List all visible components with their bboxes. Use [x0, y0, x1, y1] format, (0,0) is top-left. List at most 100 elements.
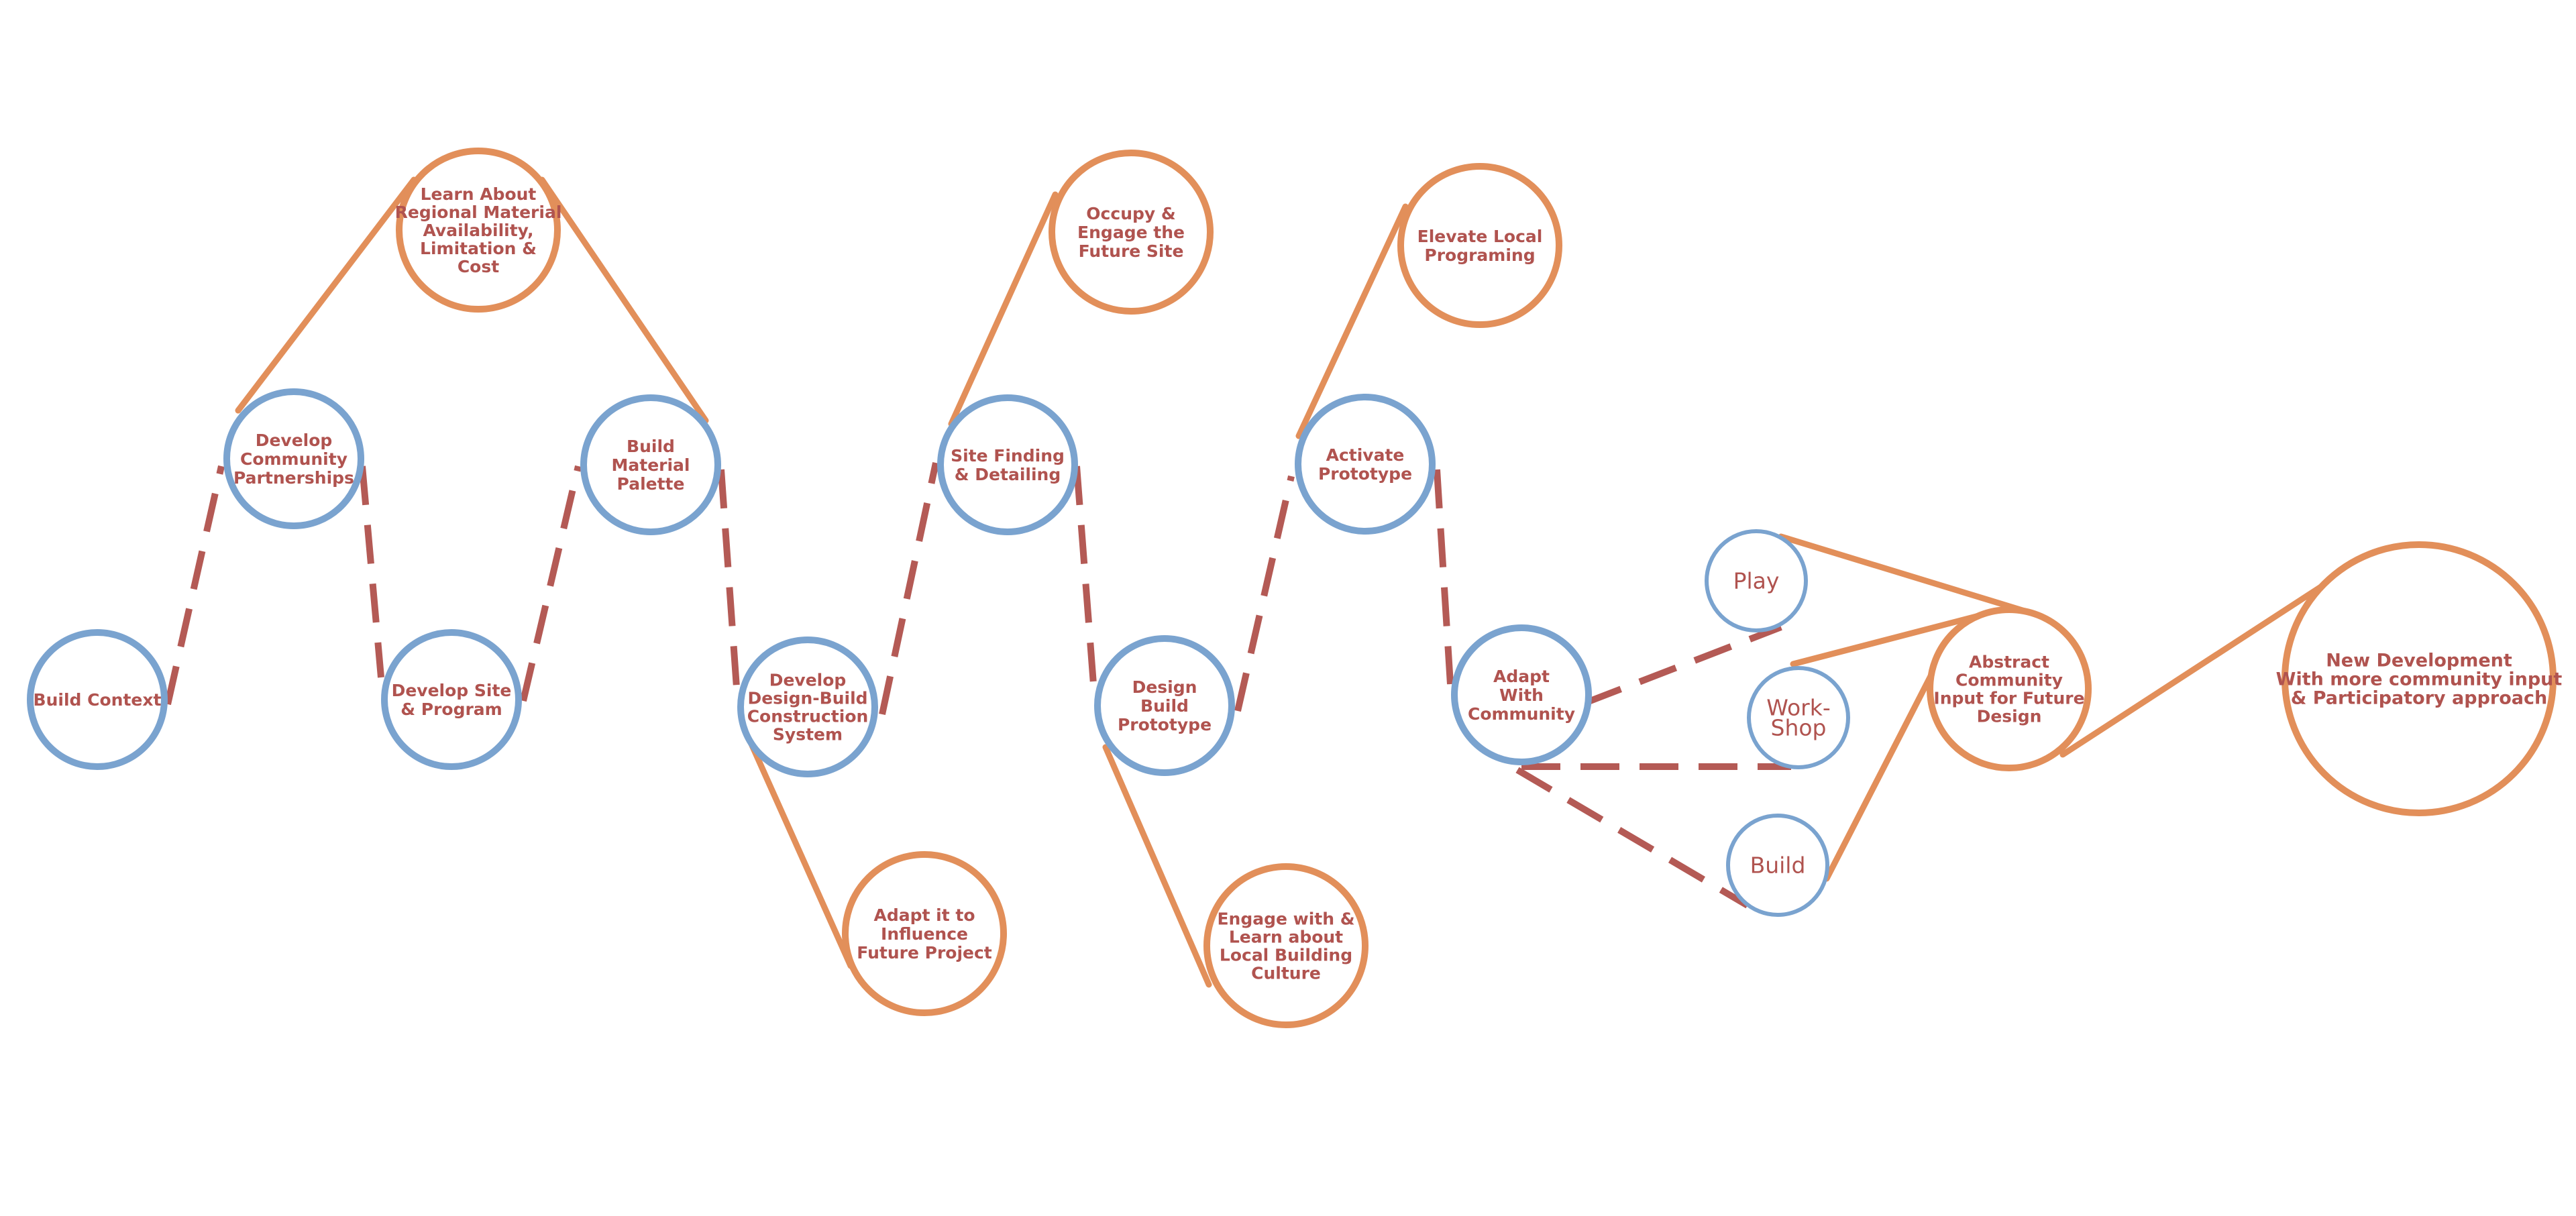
node-circle	[842, 851, 1007, 1016]
nodes-layer: Build ContextDevelopCommunityPartnership…	[27, 148, 2562, 1028]
solid-connector	[1102, 744, 1212, 988]
solid-connector	[2059, 577, 2334, 758]
dashed-connector	[164, 465, 225, 706]
node-circle	[1094, 635, 1235, 776]
solid-connector	[745, 733, 854, 969]
node-label: Design	[1977, 706, 2042, 726]
node-label: Learn About	[421, 184, 537, 204]
solid-connector	[235, 176, 417, 414]
node-label: & Participatory approach	[2291, 687, 2547, 708]
node-label: Play	[1733, 568, 1780, 594]
node-label: Community	[1955, 670, 2063, 689]
node-site-finding-detailing: Site Finding& Detailing	[937, 394, 1078, 535]
node-label: Local Building	[1220, 945, 1352, 964]
node-label: Availability,	[423, 221, 533, 240]
node-label: Regional Material	[395, 203, 562, 222]
node-label: Prototype	[1318, 464, 1412, 484]
node-build-context: Build Context	[27, 629, 168, 770]
node-build: Build	[1726, 814, 1829, 917]
node-circle	[1927, 606, 2092, 771]
node-label: Partnerships	[233, 468, 354, 488]
node-label: Community	[240, 449, 347, 469]
node-label: Develop	[256, 431, 333, 450]
node-label: & Program	[400, 700, 502, 719]
node-label: Programing	[1424, 245, 1535, 265]
node-label: Input for Future	[1933, 688, 2084, 708]
node-label: Occupy &	[1086, 204, 1175, 223]
node-circle	[1203, 863, 1368, 1028]
node-label: Future Site	[1079, 241, 1184, 261]
node-circle	[1747, 666, 1850, 769]
node-circle	[1049, 150, 1214, 315]
branch-solid-path	[235, 176, 2334, 988]
node-label: Palette	[617, 474, 685, 494]
node-label: Cost	[458, 257, 499, 276]
node-work-shop: Work-Shop	[1747, 666, 1850, 769]
solid-connector	[539, 176, 709, 424]
node-label: Shop	[1771, 715, 1827, 741]
node-label: Abstract	[1969, 652, 2049, 671]
node-circle	[937, 394, 1078, 535]
node-circle	[27, 629, 168, 770]
node-label: Design	[1132, 677, 1197, 697]
node-label: Future Project	[857, 943, 992, 962]
main-dashed-path	[164, 461, 1791, 909]
dashed-connector	[879, 461, 939, 716]
dashed-connector	[1073, 465, 1097, 685]
node-label: Build Context	[34, 690, 162, 710]
node-label: New Development	[2326, 650, 2512, 671]
node-circle	[1397, 163, 1562, 328]
node-label: Develop	[769, 670, 847, 689]
dashed-connector	[359, 465, 384, 678]
node-label: Build	[1750, 852, 1806, 879]
node-circle	[1451, 624, 1592, 765]
node-label: Adapt it to	[873, 905, 975, 925]
dashed-connector	[520, 465, 582, 702]
dashed-connector	[718, 469, 740, 688]
node-label: Engage with &	[1217, 909, 1354, 928]
node-label: System	[773, 724, 843, 744]
solid-connector	[1778, 533, 2026, 614]
node-label: Community	[1468, 704, 1575, 724]
node-circle	[223, 388, 364, 529]
node-label: Elevate Local	[1417, 227, 1543, 246]
dashed-connector	[1434, 469, 1454, 685]
node-develop-site-program: Develop Site& Program	[381, 629, 522, 770]
node-label: Prototype	[1118, 715, 1212, 734]
node-label: Engage the	[1077, 223, 1185, 242]
node-label: With	[1499, 685, 1544, 705]
node-label: & Detailing	[955, 465, 1061, 484]
node-label: Build	[627, 437, 675, 456]
node-label: Build	[1140, 696, 1189, 716]
node-circle	[1705, 529, 1808, 632]
node-circle	[396, 148, 561, 313]
node-circle	[2282, 541, 2557, 816]
node-label: Develop Site	[392, 681, 512, 700]
node-label: Adapt	[1493, 667, 1550, 686]
dashed-connector	[1234, 475, 1295, 712]
solid-connector	[1823, 644, 1949, 882]
dashed-connector	[1515, 767, 1750, 909]
node-label: Site Finding	[951, 446, 1065, 465]
solid-connector	[1790, 612, 1982, 667]
node-circle	[580, 394, 721, 535]
dashed-connector	[1528, 624, 1782, 728]
node-label: Culture	[1251, 963, 1321, 983]
node-label: Learn about	[1229, 927, 1343, 946]
node-circle	[1295, 394, 1436, 535]
node-label: Activate	[1326, 445, 1405, 465]
